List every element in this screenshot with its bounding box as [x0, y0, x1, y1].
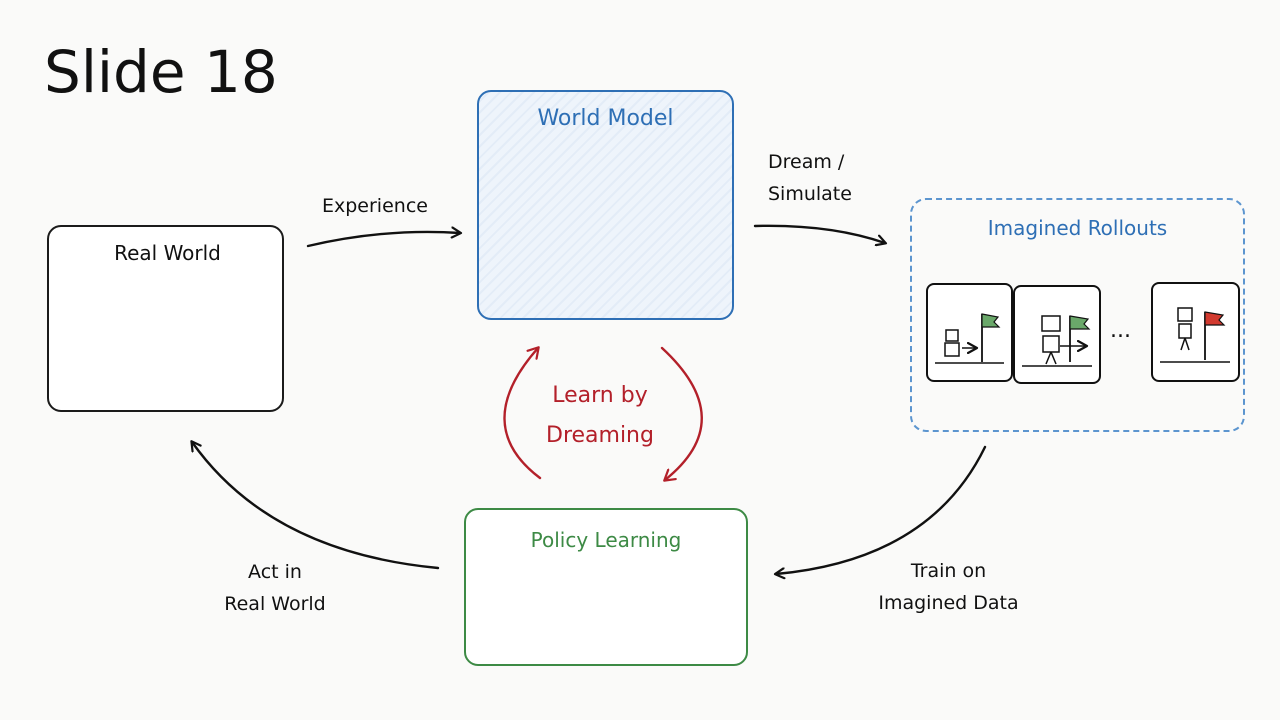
cycle-arrow-left — [503, 348, 542, 480]
train-label: Train on Imagined Data — [866, 555, 1031, 619]
train-label-line-1: Train on — [910, 560, 987, 582]
dream-arrow — [753, 224, 885, 243]
imagined-rollouts-node: Imagined Rollouts — [910, 198, 1245, 432]
rollout-frame-3 — [1151, 282, 1240, 382]
rollouts-ellipsis: ... — [1110, 318, 1131, 343]
rollout-frame-1 — [926, 283, 1013, 382]
dream-label: Dream / Simulate — [768, 146, 852, 210]
rollout-frame-2 — [1013, 285, 1101, 384]
experience-arrow — [306, 232, 460, 248]
real-world-label: Real World — [114, 241, 221, 265]
policy-learning-label: Policy Learning — [530, 528, 682, 552]
real-world-node: Real World — [47, 225, 284, 412]
act-arrow — [192, 442, 440, 570]
cycle-label-line-2: Dreaming — [546, 423, 654, 448]
world-model-label: World Model — [537, 106, 674, 131]
train-arrow — [776, 445, 987, 574]
cycle-arrow-right — [660, 346, 703, 480]
train-label-line-2: Imagined Data — [878, 592, 1019, 614]
cycle-label: Learn by Dreaming — [530, 376, 670, 456]
imagined-rollouts-label: Imagined Rollouts — [987, 216, 1168, 240]
experience-label: Experience — [322, 195, 428, 217]
cycle-label-line-1: Learn by — [552, 383, 648, 408]
act-label-line-1: Act in — [248, 561, 302, 583]
world-model-node: World Model — [477, 90, 734, 320]
slide-title: Slide 18 — [44, 38, 278, 106]
act-label-line-2: Real World — [224, 593, 326, 615]
policy-learning-node: Policy Learning — [464, 508, 748, 666]
dream-label-line-1: Dream / — [768, 151, 845, 173]
dream-label-line-2: Simulate — [768, 183, 852, 205]
act-label: Act in Real World — [205, 556, 345, 620]
